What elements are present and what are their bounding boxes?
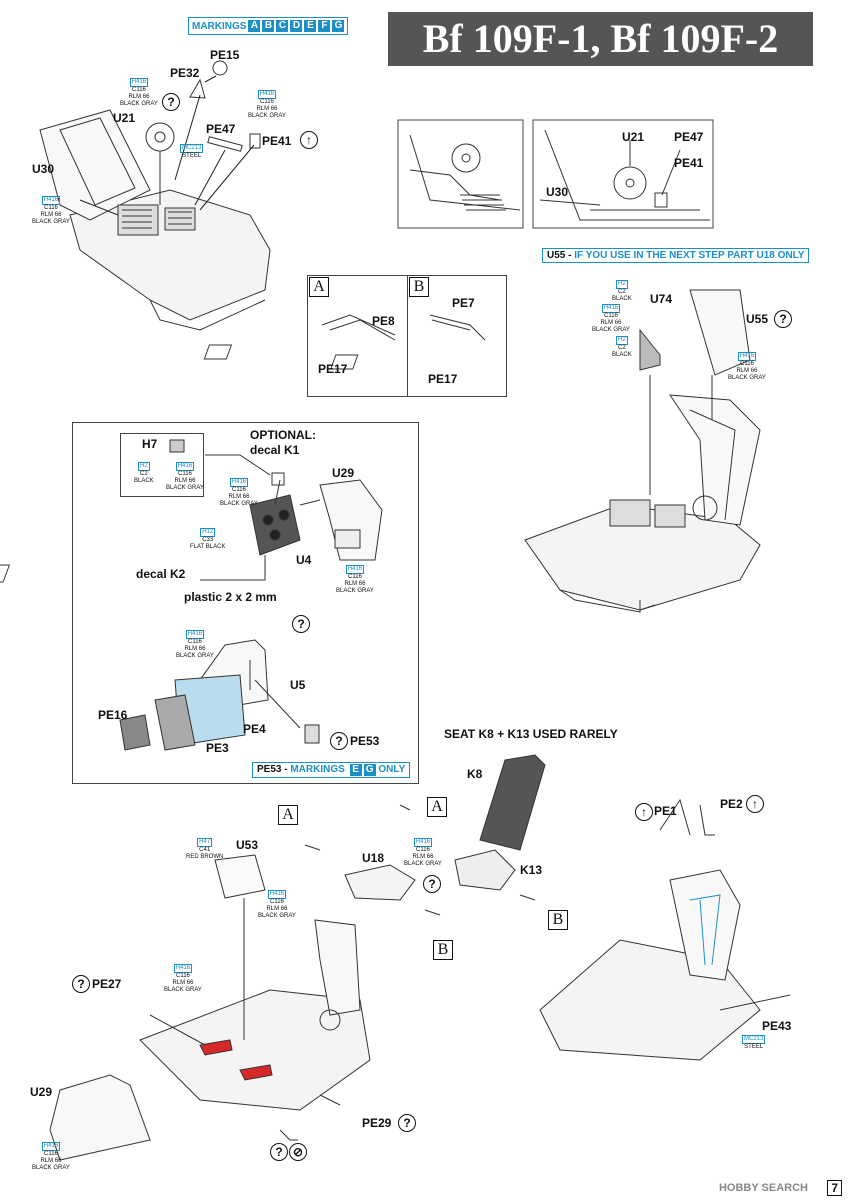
marking-chip-b: B (262, 20, 275, 32)
part-label-u21: U21 (113, 111, 136, 125)
page-number: 7 (827, 1180, 842, 1196)
markings-label: MARKINGS (192, 20, 247, 32)
part-label-pe4: PE4 (243, 722, 266, 736)
detail-label-pe47: PE47 (674, 130, 704, 144)
decal-k1-label: decal K1 (250, 443, 300, 457)
detail-label-u30: U30 (546, 185, 569, 199)
part-label-u29: U29 (332, 466, 355, 480)
variant-b-letter: B (548, 910, 568, 930)
part-label-u4: U4 (296, 553, 312, 567)
part-label-pe2: PE2 (720, 797, 743, 811)
part-label-u30: U30 (32, 162, 55, 176)
question-icon: ? (162, 93, 180, 111)
part-label-pe53: PE53 (350, 734, 380, 748)
part-label-u18: U18 (362, 851, 385, 865)
u55-note: U55 - IF YOU USE IN THE NEXT STEP PART U… (542, 248, 810, 263)
detail-label-pe41: PE41 (674, 156, 704, 170)
page-title: Bf 109F-1, Bf 109F-2 (388, 12, 813, 66)
arrow-up-icon: ↑ (300, 131, 318, 149)
question-icon: ? (72, 975, 90, 993)
detail-label-u21: U21 (622, 130, 645, 144)
part-label-pe16: PE16 (98, 708, 128, 722)
part-label-pe17: PE17 (428, 372, 458, 386)
part-label-pe47: PE47 (206, 122, 236, 136)
part-label-pe17: PE17 (318, 362, 348, 376)
marking-chip-d: D (290, 20, 303, 32)
arrow-up-icon: ↑ (635, 803, 653, 821)
part-label-k13: K13 (520, 863, 543, 877)
part-label-u74: U74 (650, 292, 673, 306)
no-glue-icon: ⊘ (289, 1143, 307, 1161)
part-label-h7: H7 (142, 437, 158, 451)
part-label-u53: U53 (236, 838, 259, 852)
decal-k2-label: decal K2 (136, 567, 186, 581)
variant-b-letter: B (433, 940, 453, 960)
part-label-pe7: PE7 (452, 296, 475, 310)
part-label-pe43: PE43 (762, 1019, 792, 1033)
marking-chip-a: A (248, 20, 261, 32)
part-label-pe15: PE15 (210, 48, 240, 62)
part-label-u29: U29 (30, 1085, 53, 1099)
part-label-pe32: PE32 (170, 66, 200, 80)
part-label-pe3: PE3 (206, 741, 229, 755)
question-icon: ? (774, 310, 792, 328)
variant-a-letter: A (309, 277, 329, 297)
part-label-u55: U55 (746, 312, 769, 326)
markings-bar: MARKINGS A B C D E F G (188, 17, 349, 35)
watermark: HOBBY SEARCH (718, 1182, 808, 1194)
question-icon: ? (292, 615, 310, 633)
marking-chip-f: F (318, 20, 331, 32)
part-label-pe41: PE41 (262, 134, 292, 148)
part-label-pe8: PE8 (372, 314, 395, 328)
h7-detail-box (120, 433, 204, 497)
question-icon: ? (398, 1114, 416, 1132)
arrow-up-icon: ↑ (746, 795, 764, 813)
seat-rarely-label: SEAT K8 + K13 USED RARELY (444, 727, 618, 741)
variant-a-letter: A (427, 797, 447, 817)
marking-chip-c: C (276, 20, 289, 32)
part-label-u5: U5 (290, 678, 306, 692)
question-icon: ? (330, 732, 348, 750)
plastic-label: plastic 2 x 2 mm (184, 590, 277, 604)
part-label-pe1: PE1 (654, 804, 677, 818)
variant-a-letter: A (278, 805, 298, 825)
optional-label: OPTIONAL: (250, 428, 316, 442)
marking-chip-e: E (304, 20, 317, 32)
question-icon: ? (270, 1143, 288, 1161)
part-label-k8: K8 (467, 767, 483, 781)
marking-chip-g: G (332, 20, 345, 32)
part-label-pe27: PE27 (92, 977, 122, 991)
variant-b-letter: B (409, 277, 429, 297)
part-label-pe29: PE29 (362, 1116, 392, 1130)
question-icon: ? (423, 875, 441, 893)
